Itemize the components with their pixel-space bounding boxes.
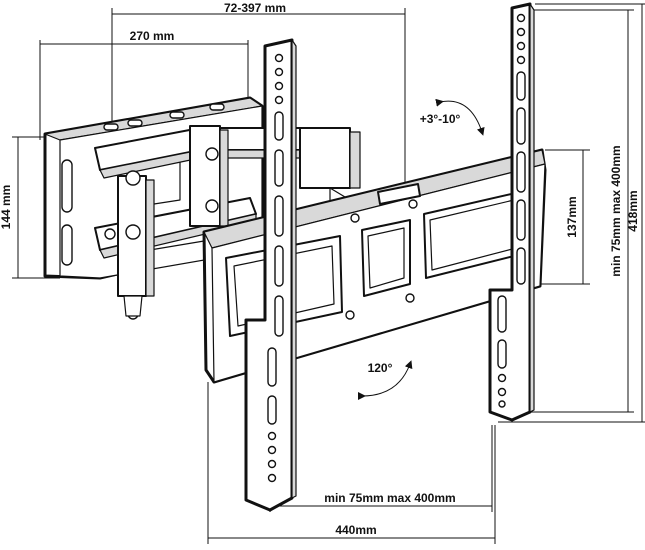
label-overall-width: 440mm (335, 523, 376, 537)
label-swivel: 120° (368, 361, 393, 375)
curved-double-arrow-icon (435, 98, 485, 136)
vesa-bar-left (244, 38, 297, 512)
label-bracket-height: 137mm (565, 196, 579, 237)
label-wall-plate-width: 270 mm (130, 29, 175, 43)
label-tilt: +3°-10° (420, 112, 461, 126)
label-overall-height: 418mm (626, 190, 640, 231)
vesa-bar-right (488, 2, 535, 422)
label-vesa-horizontal: min 75mm max 400mm (324, 491, 455, 505)
curved-double-arrow-icon (357, 360, 413, 401)
label-vesa-vertical: min 75mm max 400mm (609, 145, 623, 276)
label-wall-plate-height: 144 mm (0, 185, 13, 230)
label-extension: 72-397 mm (224, 1, 286, 15)
